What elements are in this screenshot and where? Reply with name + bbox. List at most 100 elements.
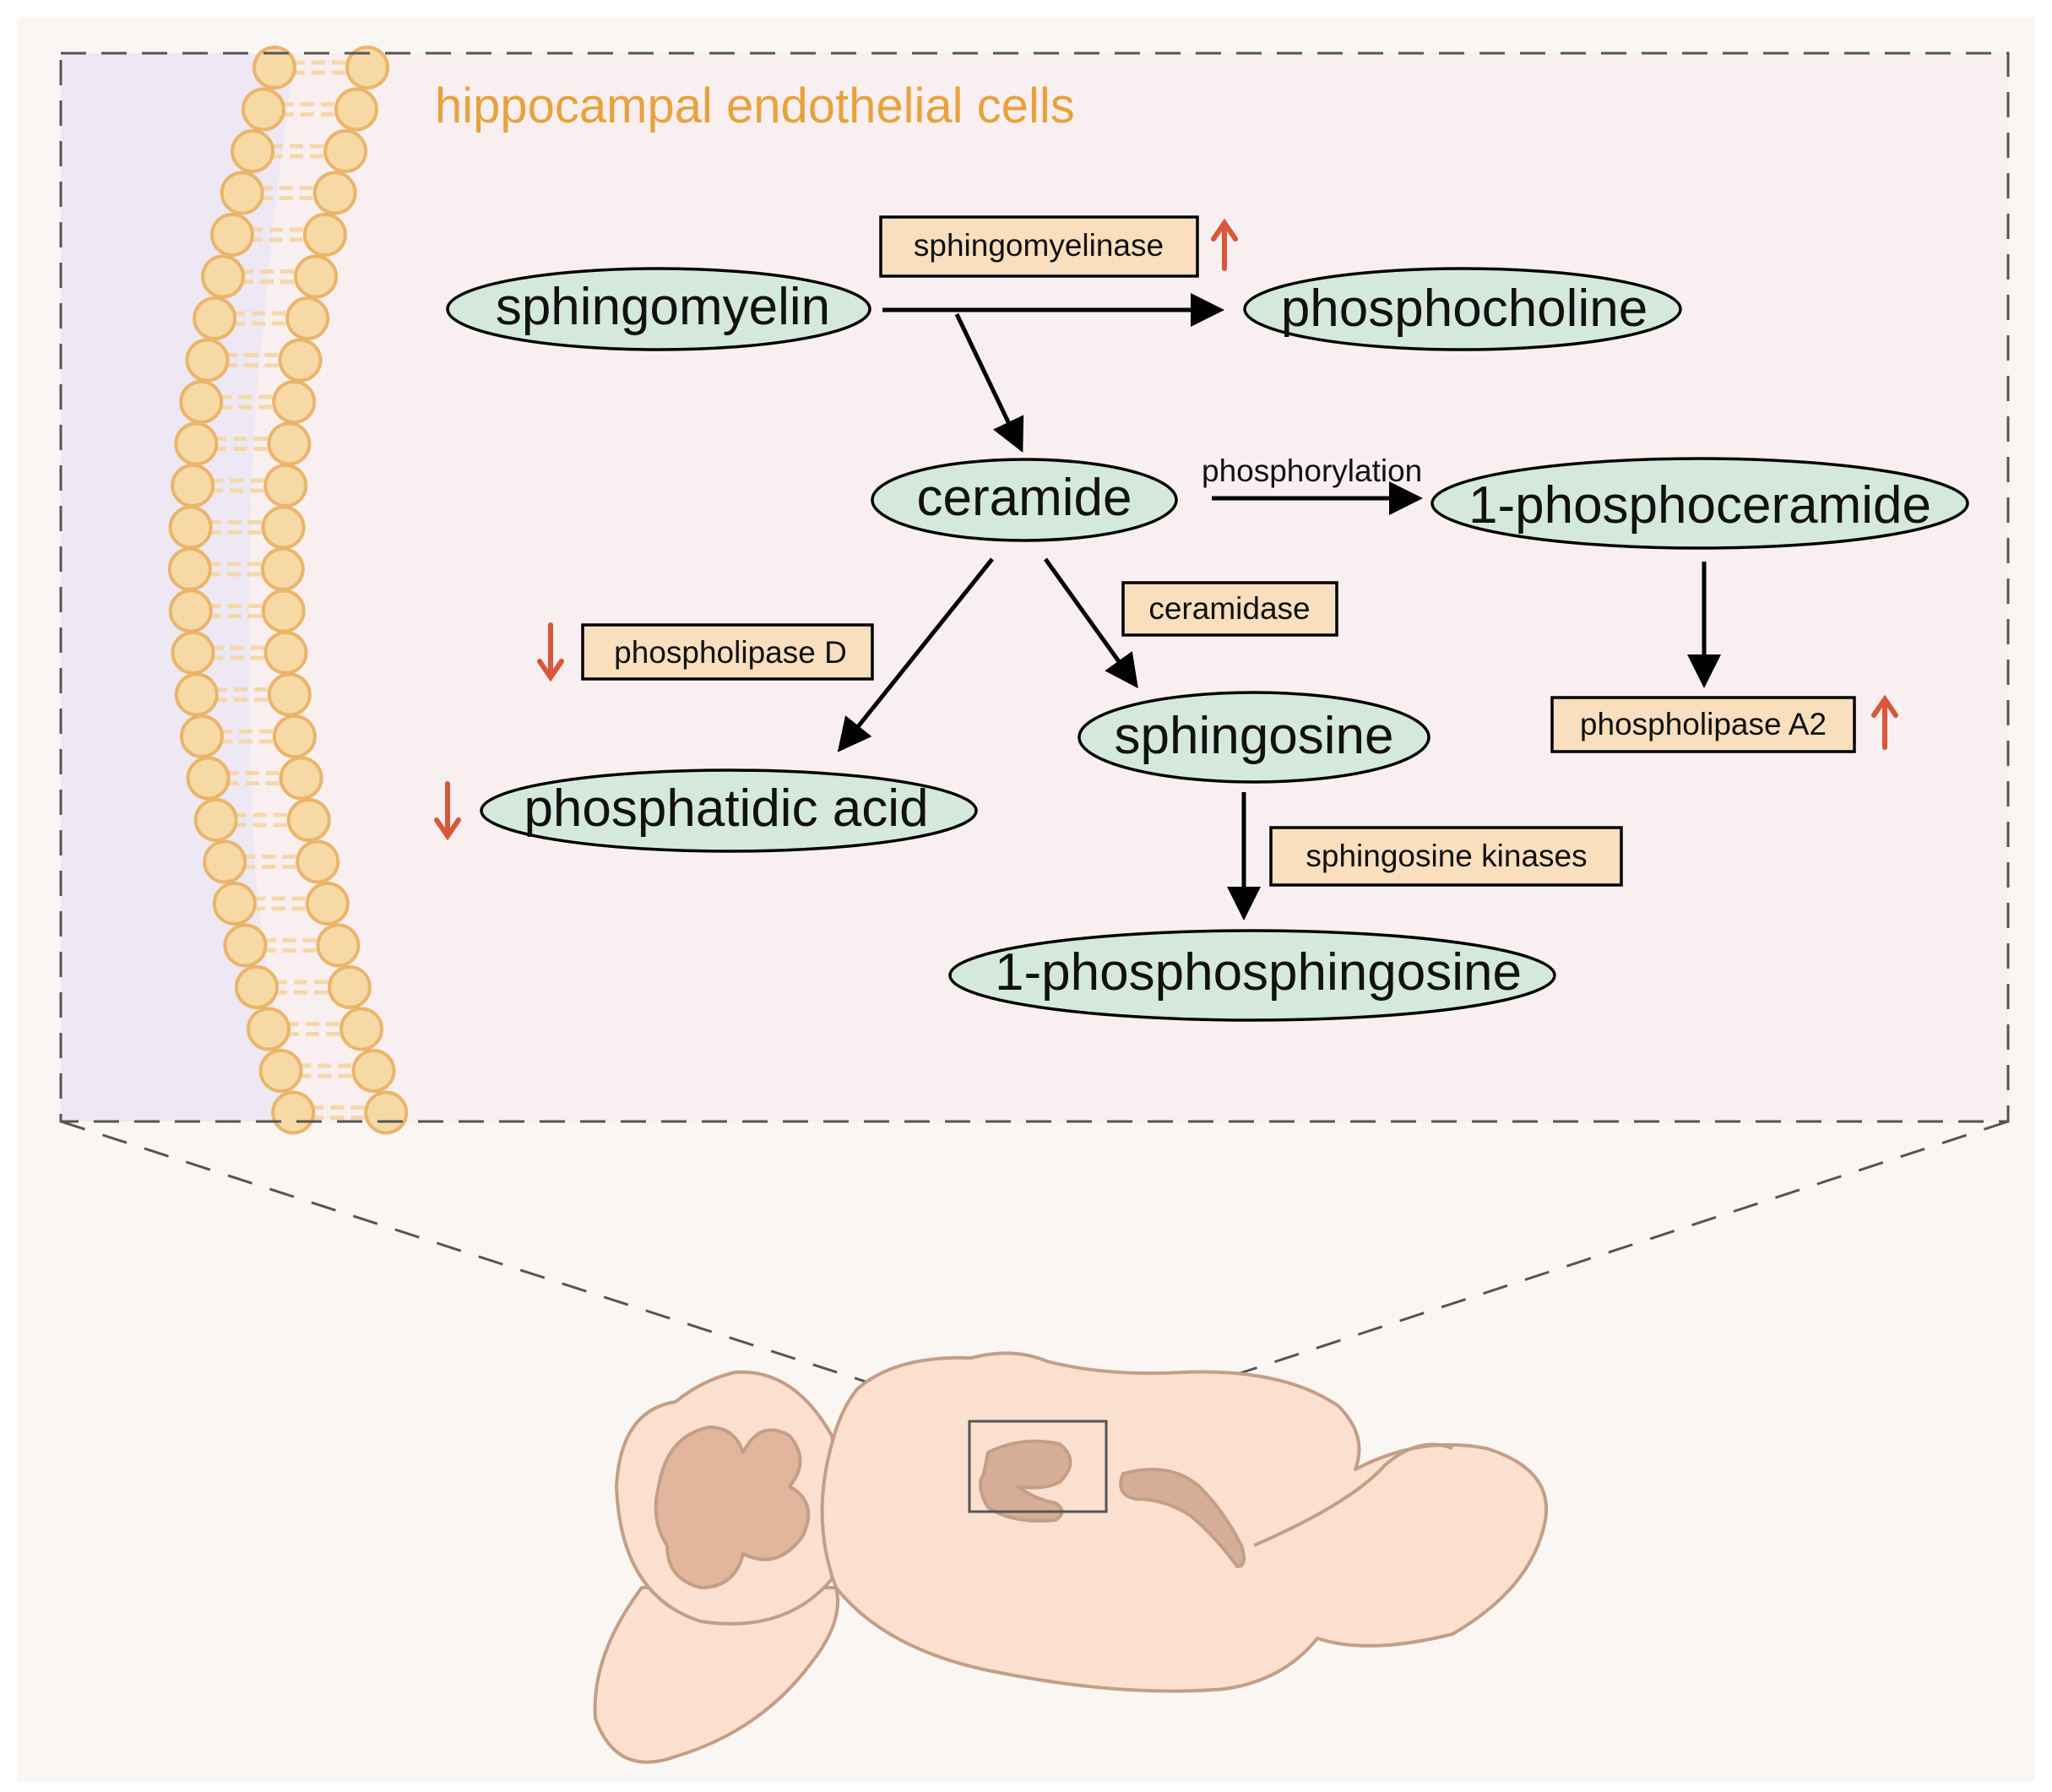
zoom-line-left <box>60 1120 976 1419</box>
lipid-head <box>351 1049 396 1093</box>
lipid-head <box>278 338 323 383</box>
lipid-head <box>203 839 247 884</box>
lipid-head <box>171 631 215 675</box>
lipid-head <box>323 129 368 173</box>
up-arrow-icon-phospholipase-a2 <box>1871 694 1898 750</box>
panel-title: hippocampal endothelial cells <box>435 79 1075 133</box>
label-phosphocholine: phosphocholine <box>1281 280 1648 338</box>
panel-dashed-border <box>59 52 2010 1123</box>
metabolite-nodes <box>446 267 1969 1022</box>
box-sphingomyelinase <box>879 215 1199 278</box>
brain-illustration <box>593 1351 1549 1764</box>
enzyme-boxes <box>581 215 1856 887</box>
node-sphingosine <box>1078 691 1430 784</box>
cerebellum-folia <box>654 1425 811 1589</box>
regulation-marks <box>434 218 1898 841</box>
pathway-arrows <box>837 293 1721 920</box>
lipid-head <box>193 798 238 842</box>
label-phospholipase-d: phospholipase D <box>614 635 847 670</box>
lipid-head <box>263 464 308 508</box>
lipid-head <box>316 923 361 968</box>
lipid-head <box>231 129 275 173</box>
lateral-ventricle <box>1119 1468 1246 1568</box>
label-phospholipase-a2: phospholipase A2 <box>1580 707 1827 741</box>
lipid-head <box>286 798 331 842</box>
node-ceramide <box>871 458 1178 542</box>
label-phosphatidic-acid: phosphatidic acid <box>524 779 928 838</box>
brain-brainstem <box>593 1586 839 1764</box>
lipid-head <box>212 882 257 926</box>
box-phospholipase-d <box>581 623 874 681</box>
label-sphingomyelinase: sphingomyelinase <box>914 228 1164 263</box>
lipid-head <box>339 1007 384 1051</box>
label-phosphoceramide: 1-phosphoceramide <box>1468 476 1931 535</box>
lipid-head <box>168 505 213 550</box>
hippocampus <box>979 1439 1072 1523</box>
lipid-bilayer <box>167 46 409 1135</box>
lipid-head <box>334 87 378 132</box>
node-sphingomyelin <box>446 267 871 351</box>
node-phosphoceramide <box>1430 457 1969 550</box>
box-ceramidase <box>1121 581 1338 637</box>
lipid-head <box>179 380 224 424</box>
node-phosphocholine <box>1243 267 1682 351</box>
brain-cerebrum <box>820 1351 1549 1693</box>
lipid-head <box>260 547 305 591</box>
box-sphingosine-kinases <box>1269 826 1623 887</box>
lipid-head <box>193 296 237 340</box>
arrow-ceramide-to-sphingosine <box>1043 557 1138 689</box>
box-phospholipase-a2 <box>1550 696 1856 753</box>
lipid-head <box>261 589 306 633</box>
lipid-head <box>279 756 323 801</box>
zoom-line-right <box>1105 1120 2009 1419</box>
down-arrow-icon-phospholipase-d <box>537 622 564 682</box>
label-sphingosine-kinases: sphingosine kinases <box>1306 839 1587 873</box>
brain-olfactory-bulb-outline <box>1253 1442 1453 1547</box>
lipid-head <box>285 296 330 340</box>
lipid-head <box>220 171 264 215</box>
lipid-head <box>247 1007 291 1051</box>
label-phosphorylation: phosphorylation <box>1202 453 1422 488</box>
lipid-head <box>294 254 339 299</box>
lipid-head <box>174 672 219 717</box>
lipid-head <box>272 714 317 758</box>
metabolite-labels: sphingomyelin phosphocholine ceramide 1-… <box>496 278 1931 1002</box>
lipid-head <box>201 254 246 299</box>
lipid-head <box>171 464 215 508</box>
lipid-head <box>267 421 312 466</box>
lipid-head <box>209 213 254 257</box>
lipid-head <box>312 171 357 215</box>
lipid-head <box>258 1049 303 1093</box>
lipid-head <box>364 1090 409 1135</box>
label-sphingomyelin: sphingomyelin <box>496 278 830 336</box>
up-arrow-icon-sphingomyelinase <box>1211 218 1238 271</box>
lipid-head <box>185 338 230 383</box>
lipid-head <box>345 46 389 90</box>
lipid-head <box>179 714 224 758</box>
lipid-head <box>241 87 285 132</box>
lipid-head <box>252 46 296 90</box>
node-phosphatidic-acid <box>480 768 978 853</box>
arrow-sphingomyelin-to-ceramide <box>954 312 1024 453</box>
label-ceramide: ceramide <box>917 469 1132 527</box>
label-phosphosphingosine: 1-phosphosphingosine <box>995 943 1522 1002</box>
hippocampus-focus-box <box>968 1420 1108 1513</box>
lipid-head <box>271 1090 316 1135</box>
node-phosphosphingosine <box>948 929 1556 1022</box>
label-ceramidase: ceramidase <box>1148 591 1310 626</box>
lipid-head <box>174 421 219 466</box>
lipid-head <box>186 756 231 801</box>
lipid-head <box>168 589 213 633</box>
lipid-head <box>263 631 308 675</box>
lipid-head <box>296 839 340 884</box>
lipid-head <box>272 380 317 424</box>
label-sphingosine: sphingosine <box>1115 707 1394 765</box>
lipid-head <box>261 505 306 550</box>
lipid-head <box>305 882 350 926</box>
lipid-head <box>167 547 212 591</box>
lipid-head <box>302 213 347 257</box>
lipid-head <box>234 965 279 1009</box>
lipid-head <box>327 965 372 1009</box>
arrow-ceramide-to-phosphatidic-acid <box>837 557 994 752</box>
